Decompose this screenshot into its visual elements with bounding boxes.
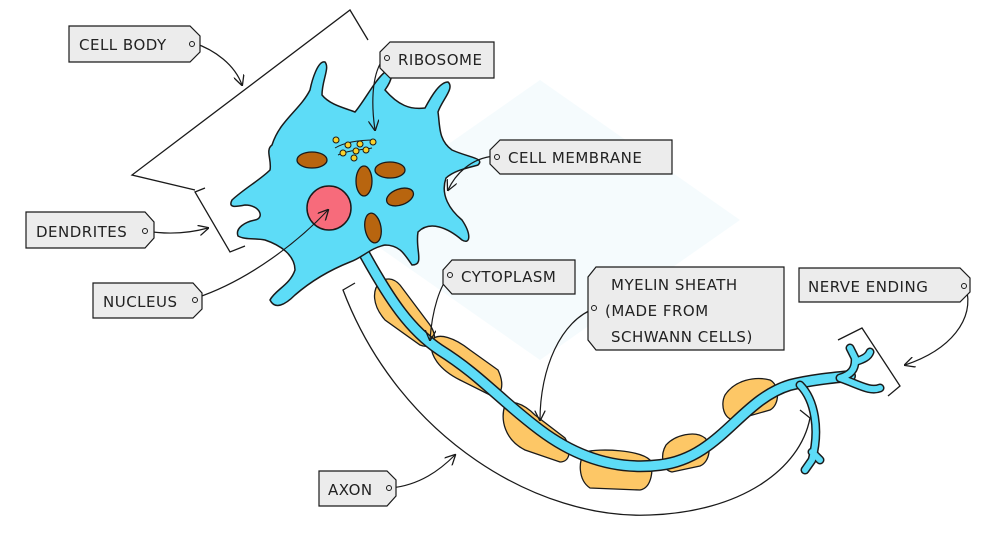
label-cytoplasm: CYTOPLASM [442, 259, 576, 295]
tag-hole-icon [447, 272, 453, 278]
nucleus-pointer [195, 210, 328, 299]
label-cell-body: CELL BODY [68, 25, 201, 63]
nerve-ending [795, 343, 885, 475]
label-nucleus: NUCLEUS [92, 282, 203, 319]
svg-text:CELL MEMBRANE: CELL MEMBRANE [508, 149, 642, 167]
nerve-ending-pointer [905, 286, 969, 365]
label-dendrites: DENDRITES [25, 211, 155, 249]
cell-membrane-pointer [448, 155, 496, 190]
svg-text:AXON: AXON [328, 481, 373, 499]
svg-text:CELL BODY: CELL BODY [79, 36, 167, 54]
tag-hole-icon [192, 297, 198, 303]
axon-pointer [390, 455, 455, 489]
cell-body [230, 61, 481, 307]
svg-text:RIBOSOME: RIBOSOME [398, 51, 482, 69]
nucleus [306, 185, 352, 231]
tag-hole-icon [494, 154, 500, 160]
axon-bracket [342, 282, 811, 516]
nerve-ending-bracket [837, 327, 901, 397]
cell-body-bracket [130, 9, 369, 191]
tag-hole-icon [189, 41, 195, 47]
tag-hole-icon [961, 283, 967, 289]
svg-text:CYTOPLASM: CYTOPLASM [461, 268, 556, 286]
label-axon: AXON [318, 470, 397, 507]
tag-hole-icon [142, 228, 148, 234]
ribosomes [332, 136, 377, 162]
tag-hole-icon [591, 305, 597, 311]
schwann-cell [722, 377, 779, 421]
tag-hole-icon [384, 55, 390, 61]
mitochondria [296, 151, 415, 244]
svg-text:NUCLEUS: NUCLEUS [103, 293, 178, 311]
label-cell-membrane: CELL MEMBRANE [489, 139, 673, 175]
svg-text:MYELIN SHEATH: MYELIN SHEATH [611, 276, 738, 294]
label-myelin-sheath: MYELIN SHEATH (MADE FROM SCHWANN CELLS) [587, 266, 785, 351]
svg-text:DENDRITES: DENDRITES [36, 223, 127, 241]
label-nerve-ending: NERVE ENDING [798, 267, 971, 303]
cell-body-pointer [193, 42, 242, 85]
dendrites-bracket [194, 187, 246, 253]
svg-text:(MADE FROM: (MADE FROM [605, 302, 709, 320]
tag-hole-icon [386, 485, 392, 491]
myelin-pointer [540, 307, 597, 420]
label-ribosome: RIBOSOME [379, 41, 495, 79]
svg-text:NERVE ENDING: NERVE ENDING [808, 278, 928, 296]
svg-text:SCHWANN CELLS): SCHWANN CELLS) [611, 328, 753, 346]
